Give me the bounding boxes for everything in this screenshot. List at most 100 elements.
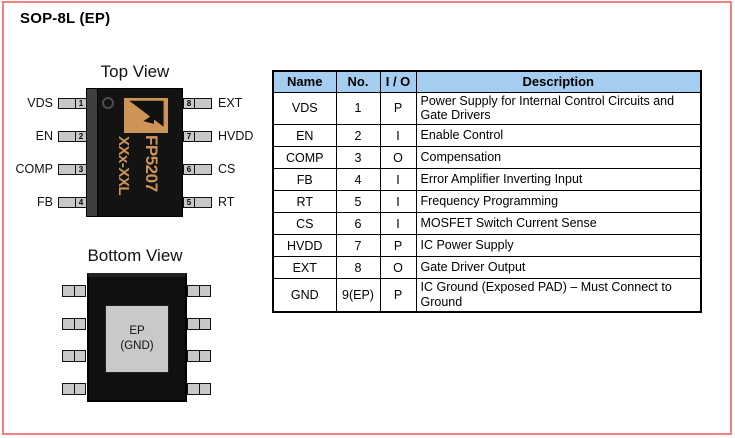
cell-description: Frequency Programming [415,190,702,213]
pin-label-comp: COMP [15,162,54,176]
lead-segment [199,285,211,297]
bottom-lead [62,383,86,395]
top-view-label: Top View [100,62,170,81]
cell-no: 3 [335,146,381,169]
cell-io: P [379,278,417,312]
lead-pin-4: 4 [58,197,87,208]
pin-label-ext: EXT [218,96,243,110]
cell-description: Enable Control [415,124,702,147]
table-row: EN 2 I Enable Control [272,124,702,147]
table-row: COMP 3 O Compensation [272,146,702,169]
cell-no: 1 [335,91,381,125]
pin-number-3: 3 [75,164,87,175]
cell-no: 9(EP) [335,278,381,312]
pin-label-vds: VDS [27,96,53,110]
cell-io: I [379,212,417,235]
package-title: SOP-8L (EP) [20,10,111,27]
pin-number-4: 4 [75,197,87,208]
cell-io: I [379,190,417,213]
cell-description: Error Amplifier Inverting Input [415,168,702,191]
lead-segment [194,98,212,109]
cell-name: EN [272,124,337,147]
cell-no: 2 [335,124,381,147]
lead-pin-6: 6 [183,164,212,175]
cell-name: HVDD [272,234,337,257]
bottom-lead [62,350,86,362]
bottom-lead [62,285,86,297]
table-row: VDS 1 P Power Supply for Internal Contro… [272,91,702,125]
pin1-indicator-dot [102,97,114,109]
column-header-description: Description [415,70,702,93]
table-row: EXT 8 O Gate Driver Output [272,256,702,279]
lead-segment [58,131,76,142]
table-header-row: Name No. I / O Description [272,70,702,93]
pin-label-cs: CS [218,162,236,176]
cell-no: 5 [335,190,381,213]
lead-pin-8: 8 [183,98,212,109]
cell-io: O [379,256,417,279]
bottom-lead [187,383,211,395]
lead-segment [199,318,211,330]
cell-io: I [379,124,417,147]
lead-segment [74,350,86,362]
exposed-pad: EP (GND) [105,305,169,373]
pin-label-hvdd: HVDD [218,129,254,143]
cell-io: P [379,91,417,125]
manufacturer-logo-icon [124,98,168,133]
bottom-lead [187,318,211,330]
cell-io: O [379,146,417,169]
cell-name: GND [272,278,337,312]
chip-marking-lot-code: XXx-XXL [115,136,132,196]
cell-description: Gate Driver Output [415,256,702,279]
lead-segment [74,285,86,297]
table-row: FB 4 I Error Amplifier Inverting Input [272,168,702,191]
lead-segment [74,383,86,395]
cell-no: 7 [335,234,381,257]
table-row: GND 9(EP) P IC Ground (Exposed PAD) – Mu… [272,278,702,312]
lead-pin-5: 5 [183,197,212,208]
lead-pin-1: 1 [58,98,87,109]
cell-io: P [379,234,417,257]
cell-description: IC Ground (Exposed PAD) – Must Connect t… [415,278,702,312]
column-header-no: No. [335,70,381,93]
pin-label-en: EN [35,129,53,143]
cell-name: COMP [272,146,337,169]
lead-segment [194,197,212,208]
bottom-view-label: Bottom View [87,246,183,265]
chip-package-top-view: FP5207 XXx-XXL [86,88,183,217]
cell-name: EXT [272,256,337,279]
cell-description: IC Power Supply [415,234,702,257]
column-header-io: I / O [379,70,417,93]
pin-label-rt: RT [218,195,235,209]
bottom-lead [62,318,86,330]
cell-name: RT [272,190,337,213]
pin-number-2: 2 [75,131,87,142]
pin-label-fb: FB [37,195,53,209]
lead-segment [199,350,211,362]
pin-number-1: 1 [75,98,87,109]
cell-description: Power Supply for Internal Control Circui… [415,91,702,125]
bottom-lead [187,350,211,362]
lead-segment [74,318,86,330]
cell-no: 4 [335,168,381,191]
lead-segment [58,164,76,175]
lead-segment [199,383,211,395]
bottom-lead [187,285,211,297]
lead-pin-3: 3 [58,164,87,175]
cell-no: 8 [335,256,381,279]
table-row: CS 6 I MOSFET Switch Current Sense [272,212,702,235]
cell-name: FB [272,168,337,191]
cell-io: I [379,168,417,191]
cell-name: VDS [272,91,337,125]
cell-name: CS [272,212,337,235]
chip-side-bevel [87,89,98,216]
cell-description: Compensation [415,146,702,169]
cell-description: MOSFET Switch Current Sense [415,212,702,235]
lead-pin-2: 2 [58,131,87,142]
column-header-name: Name [272,70,337,93]
table-row: RT 5 I Frequency Programming [272,190,702,213]
cell-no: 6 [335,212,381,235]
lead-segment [194,131,212,142]
table-row: HVDD 7 P IC Power Supply [272,234,702,257]
exposed-pad-label: EP [129,325,145,337]
